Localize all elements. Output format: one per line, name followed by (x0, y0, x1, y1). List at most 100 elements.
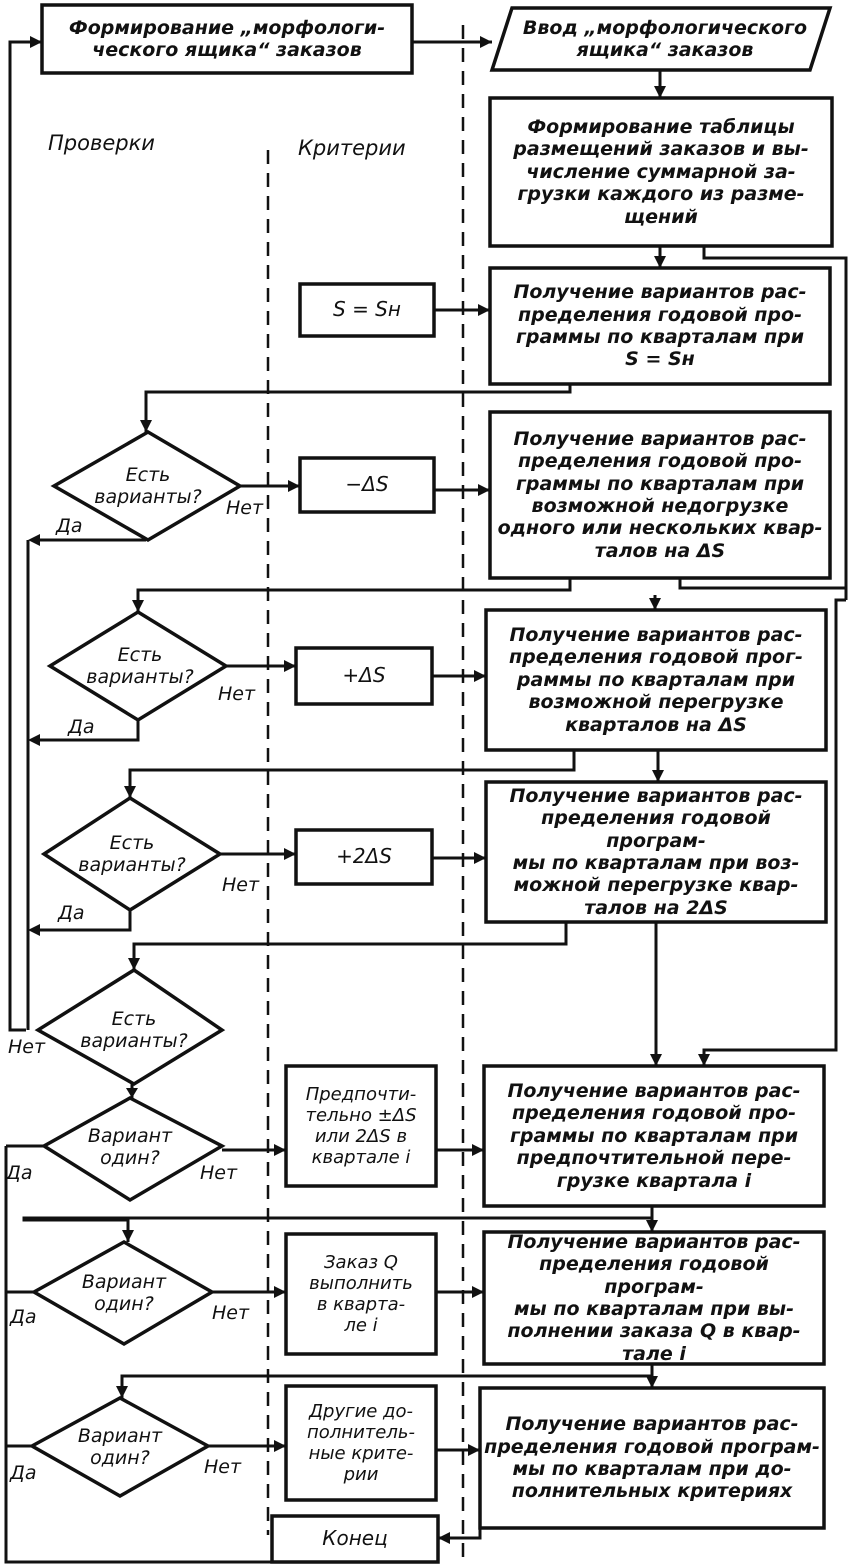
arrowhead (284, 848, 296, 860)
decision-text-1: Есть варианты? (94, 463, 202, 508)
criteria-box-plus-2ds (294, 828, 434, 886)
arrowhead (284, 660, 296, 672)
arrowhead (650, 1054, 662, 1066)
process-text-order-q: Получение вариантов рас- пределения годо… (507, 1230, 801, 1365)
arrowhead (698, 1054, 710, 1066)
arrowhead (30, 36, 42, 48)
criteria-box-plus-ds (294, 646, 434, 706)
no-label-3: Нет (222, 874, 260, 896)
criteria-box-order-q (284, 1232, 438, 1356)
process-text-underload: Получение вариантов рас- пределения годо… (497, 427, 823, 562)
arrowhead (478, 484, 490, 496)
arrowhead (472, 1144, 484, 1156)
decision-diamond-7 (28, 1396, 212, 1499)
no-label-6: Нет (212, 1302, 250, 1324)
end-box (270, 1514, 440, 1564)
process-text-additional: Получение вариантов рас- пределения годо… (484, 1413, 820, 1503)
edge-underload-to-decision-2 (136, 578, 572, 612)
arrowhead (474, 670, 486, 682)
process-text-preferred: Получение вариантов рас- пределения годо… (507, 1079, 801, 1192)
arrowhead (126, 1088, 138, 1098)
header-checks: Проверки (48, 131, 155, 155)
no-label-2: Нет (218, 683, 256, 705)
edge-return-to-formation (8, 40, 42, 1032)
formation-box (40, 3, 414, 75)
process-box-underload (488, 410, 832, 580)
arrowhead (654, 256, 666, 268)
criteria-text-plus-2ds: +2ΔS (336, 844, 392, 869)
decision-text-6: Вариант один? (81, 1270, 167, 1315)
arrowhead (478, 304, 490, 316)
decision-text-5: Вариант один? (87, 1124, 173, 1169)
edge-additional-to-end (438, 1528, 482, 1540)
edge-table-to-right-bus (702, 246, 848, 600)
arrowhead (116, 1386, 128, 1398)
edge-overload-to-decision-3 (128, 750, 576, 798)
yes-label-7: Да (10, 1462, 37, 1484)
edge-preferred-to-decision-6 (22, 1206, 654, 1242)
arrowhead (140, 420, 152, 432)
process-text-overload: Получение вариантов рас- пределения годо… (509, 623, 803, 736)
arrowhead (468, 1444, 480, 1456)
yes-label-3: Да (58, 902, 85, 924)
edge-decision-2-yes (34, 720, 140, 742)
criteria-text-minus-ds: −ΔS (345, 472, 389, 497)
yes-label-1: Да (56, 515, 83, 537)
process-box-order-q (482, 1230, 826, 1366)
criteria-box-additional (284, 1384, 438, 1502)
arrowhead (28, 534, 40, 546)
arrowhead (438, 1532, 450, 1544)
arrowhead (132, 600, 144, 612)
arrowhead (274, 1144, 286, 1156)
decision-diamond-4 (34, 967, 226, 1087)
yes-label-6: Да (10, 1306, 37, 1328)
criteria-text-order-q: Заказ Q выполнить в кварта- ле i (309, 1251, 413, 1337)
process-box-additional (478, 1386, 826, 1530)
arrowhead (646, 1220, 658, 1232)
no-label-1: Нет (226, 497, 264, 519)
header-criteria: Критерии (298, 136, 406, 160)
arrowhead (649, 598, 661, 610)
no-label-5: Нет (200, 1162, 238, 1184)
arrowhead (128, 958, 140, 970)
decision-text-3: Есть варианты? (78, 831, 186, 876)
arrowhead (122, 1230, 134, 1242)
edge-decision-3-yes (34, 910, 132, 932)
decision-diamond-1 (50, 429, 244, 543)
decision-text-2: Есть варианты? (86, 643, 194, 688)
arrowhead (274, 1286, 286, 1298)
criteria-text-plus-ds: +ΔS (342, 663, 386, 688)
arrowhead (654, 86, 666, 98)
edge-overload-2-to-decision-4 (132, 922, 568, 970)
criteria-box-preferred (284, 1064, 438, 1188)
formation-text: Формирование „морфологи- ческого ящика“ … (68, 16, 386, 61)
no-label-4: Нет (8, 1036, 46, 1058)
criteria-text-preferred: Предпочти- тельно ±ΔS или 2ΔS в квартале… (305, 1083, 417, 1169)
yes-label-2: Да (68, 716, 95, 738)
arrowhead (652, 770, 664, 782)
process-text-nominal: Получение вариантов рас- пределения годо… (513, 281, 807, 371)
process-box-preferred (482, 1064, 826, 1208)
arrowhead (28, 924, 40, 936)
no-label-7: Нет (204, 1456, 242, 1478)
edge-underload-to-right-bus (678, 578, 846, 590)
edge-nominal-to-decision-1 (144, 384, 572, 432)
arrowhead (288, 480, 300, 492)
end-text: Конец (322, 1526, 388, 1551)
arrowhead (474, 852, 486, 864)
arrowhead (646, 1376, 658, 1388)
criteria-box-minus-ds (298, 456, 436, 514)
input-parallelogram (489, 6, 833, 72)
criteria-text-nominal: S = Sн (333, 297, 401, 322)
yes-label-5: Да (6, 1162, 33, 1184)
decision-text-4: Есть варианты? (80, 1007, 188, 1052)
arrowhead (274, 1440, 286, 1452)
process-text-table: Формирование таблицы размещений заказов … (513, 115, 809, 228)
arrowhead (480, 36, 492, 48)
decision-diamond-6 (30, 1239, 216, 1347)
arrowhead (124, 786, 136, 798)
process-text-overload-2: Получение вариантов рас- пределения годо… (509, 784, 803, 919)
criteria-text-additional: Другие до- полнитель- ные крите- рии (307, 1400, 415, 1486)
decision-diamond-5 (40, 1096, 226, 1203)
